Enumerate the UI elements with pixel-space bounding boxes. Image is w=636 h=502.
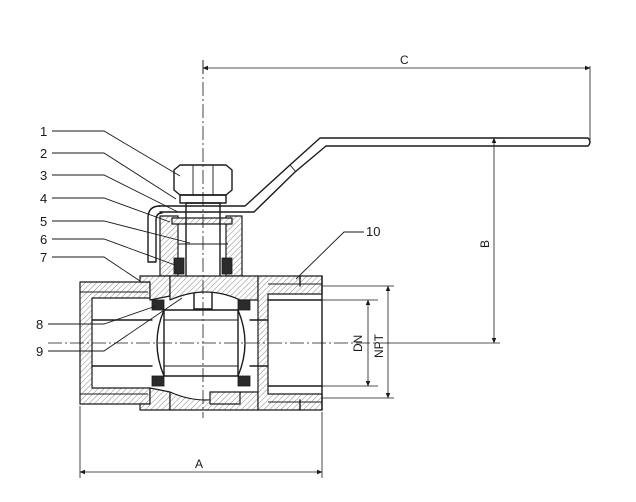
- part-label-7: 7: [40, 250, 47, 265]
- part-label-3: 3: [40, 168, 47, 183]
- part-label-5: 5: [40, 214, 47, 229]
- dimension-a-label: A: [195, 457, 203, 471]
- part-leaders: 1 2 3 4 5 6 7 8 9 10: [36, 124, 380, 359]
- dimension-c: C: [202, 53, 591, 140]
- lever-handle: [147, 137, 591, 263]
- part-label-4: 4: [40, 191, 47, 206]
- dimension-b: B: [390, 137, 500, 344]
- part-label-6: 6: [40, 232, 47, 247]
- part-label-2: 2: [40, 146, 47, 161]
- part-label-9: 9: [36, 344, 43, 359]
- dimension-c-label: C: [400, 53, 409, 67]
- dimension-a: A: [79, 406, 323, 478]
- dimension-npt-label: NPT: [372, 333, 386, 358]
- part-label-8: 8: [36, 317, 43, 332]
- center-lines: [48, 60, 390, 418]
- part-label-10: 10: [366, 224, 380, 239]
- dimension-b-label: B: [478, 240, 492, 248]
- dimension-dn-label: DN: [351, 335, 365, 352]
- dimension-dn-npt: DN NPT: [322, 285, 394, 399]
- part-label-1: 1: [40, 124, 47, 139]
